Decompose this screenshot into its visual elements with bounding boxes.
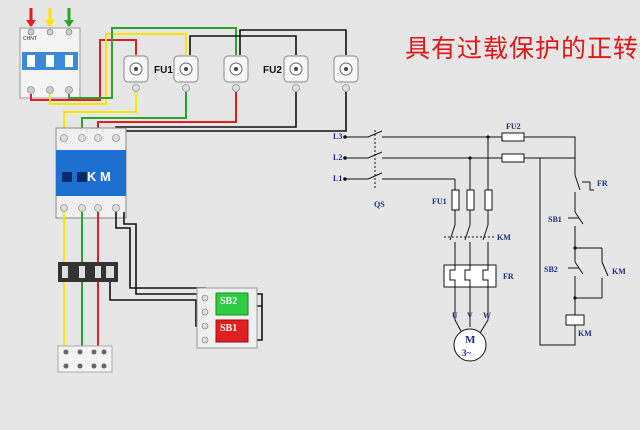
thermal-relay-fr [58,262,118,282]
fu2-label: FU2 [263,65,282,76]
start-button-label: SB2 [220,296,237,307]
wires-breaker-to-fu1 [30,27,237,105]
fuse-fu1-c [223,55,249,83]
fu1-schematic-label: FU1 [432,197,447,206]
km-aux-label: KM [612,267,626,276]
motor-phase-label: 3~ [462,348,472,358]
push-button-box: SB2 SB1 [196,287,258,349]
line-l3-label: L3 [333,132,342,141]
qs-label: QS [374,200,385,209]
fuse-group-fu2: FU2 [263,55,359,92]
wires-fu1-to-contactor [63,92,237,128]
fr-contact-label: FR [597,179,608,188]
schematic-nodes [343,135,577,300]
wires-fu2-feed [189,29,347,55]
phase-u-label: U [452,311,458,320]
breaker-brand: CHNT [23,36,37,42]
fuse-group-fu1: FU1 [123,55,249,92]
km-main-label: KM [497,233,511,242]
fuse-fu1-b [173,55,199,83]
diagram-title: 具有过载保护的正转控制 [405,34,640,63]
sb2-label: SB2 [544,265,558,274]
schematic [345,130,609,362]
circuit-breaker: CHNT [19,27,81,99]
fuse-fu2-a [283,55,309,83]
sb1-label: SB1 [548,215,562,224]
contactor-km: K M [55,127,127,219]
line-l1-label: L1 [333,174,342,183]
contactor-label: K M [87,169,111,184]
motor-terminal-block [57,345,113,373]
wires-fu2-to-contactor [115,92,347,140]
motor-label: M [465,334,476,346]
km-coil-label: KM [578,329,592,338]
fu2-schematic-label: FU2 [506,122,521,131]
fuse-fu1-a [123,55,149,83]
stop-button-label: SB1 [220,323,237,334]
fu1-label: FU1 [154,65,173,76]
supply-arrows [26,8,74,27]
line-l2-label: L2 [333,153,342,162]
fr-main-label: FR [503,272,514,281]
fuse-fu2-b [333,55,359,83]
phase-v-label: V [467,311,473,320]
phase-w-label: W [483,311,491,320]
wires-contactor-to-load [63,212,99,348]
